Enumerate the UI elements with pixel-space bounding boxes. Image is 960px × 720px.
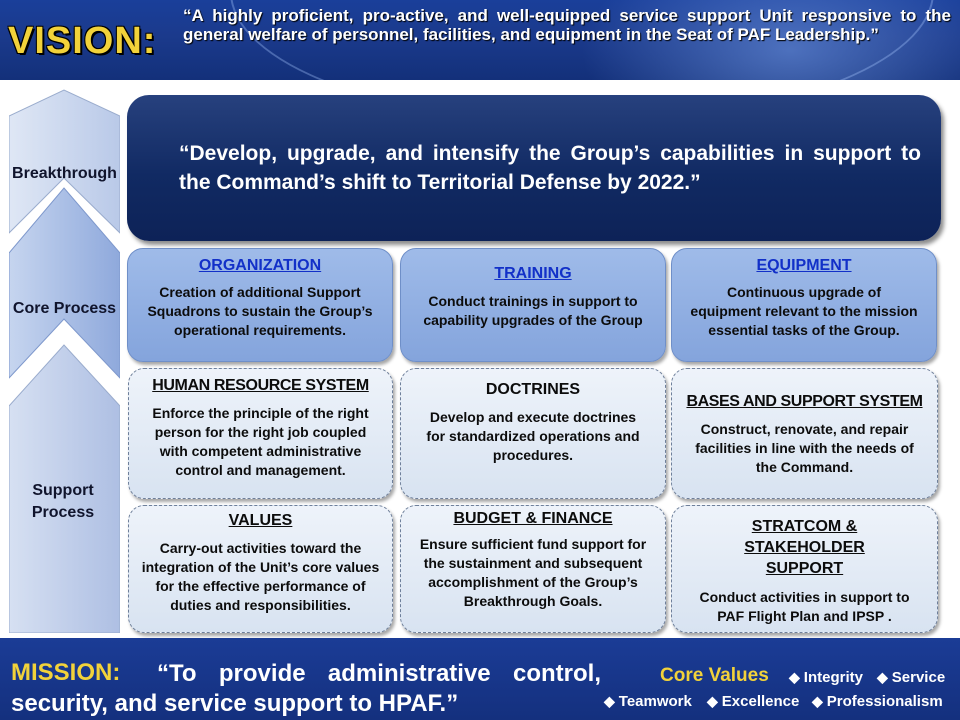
core-value-text: Teamwork xyxy=(618,693,692,710)
core-process-arrow xyxy=(9,187,120,379)
support-process-arrow xyxy=(9,344,120,633)
card-body: Continuous upgrade of equipment relevant… xyxy=(690,284,918,338)
card-budget-and-finance: BUDGET & FINANCE Ensure sufficient fund … xyxy=(400,505,666,633)
card-training: TRAINING Conduct trainings in support to… xyxy=(400,248,666,362)
card-body: Construct, renovate, and repair faciliti… xyxy=(695,421,914,475)
level-label-breakthrough: Breakthrough xyxy=(12,165,117,182)
breakthrough-banner: “Develop, upgrade, and intensify the Gro… xyxy=(127,95,941,241)
core-value-text: Integrity xyxy=(803,669,863,686)
card-title[interactable]: TRAINING xyxy=(494,265,572,282)
level-label-support: Support Process xyxy=(31,482,95,521)
card-body: Develop and execute doctrines for standa… xyxy=(426,409,640,463)
vision-label: VISION: xyxy=(8,20,157,62)
diamond-icon: ◆ xyxy=(789,669,800,685)
diamond-icon: ◆ xyxy=(877,669,888,685)
vision-header xyxy=(0,0,960,80)
mission-label: MISSION: xyxy=(11,659,121,686)
level-arrow-stack xyxy=(9,89,120,633)
core-value-text: Service xyxy=(891,669,946,686)
core-value-service: ◆Service xyxy=(877,669,945,686)
card-title: HUMAN RESOURCE SYSTEM xyxy=(152,377,369,394)
core-value-integrity: ◆Integrity xyxy=(789,669,863,686)
card-organization: ORGANIZATION Creation of additional Supp… xyxy=(127,248,393,362)
card-title: BASES AND SUPPORT SYSTEM xyxy=(686,393,923,410)
mission-statement: “To provide administrative control, secu… xyxy=(11,660,601,717)
card-equipment: EQUIPMENT Continuous upgrade of equipmen… xyxy=(671,248,937,362)
card-body: Conduct activities in support to PAF Fli… xyxy=(699,589,910,624)
card-body: Enforce the principle of the right perso… xyxy=(152,405,369,478)
core-value-teamwork: ◆Teamwork xyxy=(604,693,692,710)
core-value-text: Excellence xyxy=(721,693,800,710)
card-title[interactable]: ORGANIZATION xyxy=(198,257,322,274)
card-body: Ensure sufficient fund support for the s… xyxy=(419,536,647,609)
card-title: BUDGET & FINANCE xyxy=(453,510,613,527)
core-values-label: Core Values xyxy=(660,665,769,686)
card-title[interactable]: EQUIPMENT xyxy=(756,257,852,274)
card-human-resource-system: HUMAN RESOURCE SYSTEM Enforce the princi… xyxy=(128,368,393,499)
card-values: VALUES Carry-out activities toward the i… xyxy=(128,505,393,633)
card-bases-and-support-system: BASES AND SUPPORT SYSTEM Construct, reno… xyxy=(671,368,938,499)
breakthrough-goal: “Develop, upgrade, and intensify the Gro… xyxy=(179,142,921,194)
mission-footer xyxy=(0,638,960,720)
breakthrough-arrow xyxy=(9,89,120,234)
card-title: VALUES xyxy=(228,512,293,529)
card-title: DOCTRINES xyxy=(485,381,581,398)
card-title: STRATCOM & STAKEHOLDER SUPPORT xyxy=(744,518,865,577)
card-body: Carry-out activities toward the integrat… xyxy=(141,540,380,613)
card-stratcom-and-stakeholder-support: STRATCOM & STAKEHOLDER SUPPORT Conduct a… xyxy=(671,505,938,633)
card-doctrines: DOCTRINES Develop and execute doctrines … xyxy=(400,368,666,499)
card-body: Creation of additional Support Squadrons… xyxy=(147,284,373,338)
core-value-professionalism: ◆Professionalism xyxy=(812,693,943,710)
vision-statement: “A highly proficient, pro-active, and we… xyxy=(183,6,951,44)
diamond-icon: ◆ xyxy=(604,693,615,709)
core-value-excellence: ◆Excellence xyxy=(707,693,799,710)
diamond-icon: ◆ xyxy=(812,693,823,709)
level-label-core: Core Process xyxy=(12,300,117,317)
core-value-text: Professionalism xyxy=(826,693,943,710)
diamond-icon: ◆ xyxy=(707,693,718,709)
card-body: Conduct trainings in support to capabili… xyxy=(423,293,643,328)
